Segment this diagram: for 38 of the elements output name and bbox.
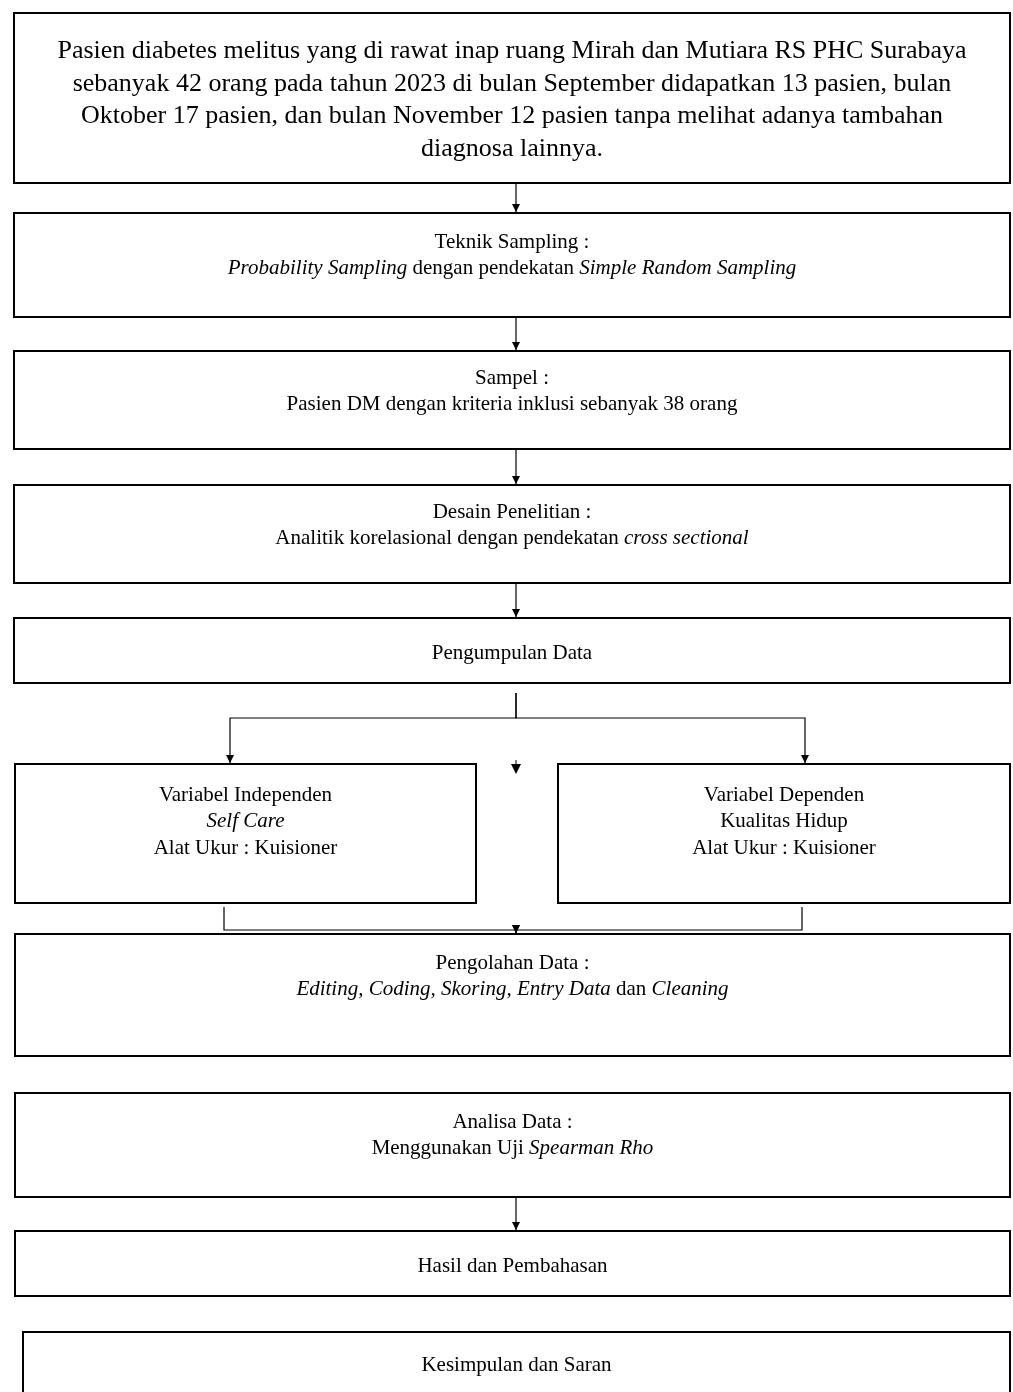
box-text: Kesimpulan dan Saran xyxy=(420,1351,613,1378)
box-text: Alat Ukur : Kuisioner xyxy=(691,833,877,860)
process-box xyxy=(14,1092,1011,1198)
process-box xyxy=(13,212,1011,318)
process-box xyxy=(14,1230,1011,1297)
box-text: Self Care xyxy=(205,807,286,834)
process-box xyxy=(13,617,1011,684)
box-text: Analitik korelasional dengan pendekatan cross sectional xyxy=(274,524,750,551)
arrow xyxy=(512,583,520,618)
process-box xyxy=(13,12,1011,184)
box-text: Sampel : xyxy=(473,364,551,391)
arrow xyxy=(515,692,809,764)
process-box xyxy=(14,933,1011,1057)
box-text: Probability Sampling dengan pendekatan Simple Random Sampling xyxy=(226,254,798,281)
box-text: Editing, Coding, Skoring, Entry Data dan Cleaning xyxy=(295,975,730,1002)
box-text: Menggunakan Uji Spearman Rho xyxy=(370,1134,655,1161)
box-text: Variabel Independen xyxy=(157,781,334,808)
box-text: Pengumpulan Data xyxy=(430,639,594,666)
arrow xyxy=(512,449,520,485)
process-box xyxy=(13,350,1011,450)
arrow xyxy=(512,183,520,213)
box-text: Analisa Data : xyxy=(451,1108,574,1135)
box-text: Pasien DM dengan kriteria inklusi sebanyak 38 orang xyxy=(285,390,739,417)
box-text: Hasil dan Pembahasan xyxy=(416,1252,609,1279)
arrow xyxy=(512,317,520,351)
process-box xyxy=(557,763,1011,904)
box-text: Variabel Dependen xyxy=(702,781,866,808)
arrow xyxy=(512,1197,520,1231)
process-box xyxy=(13,484,1011,584)
process-box xyxy=(22,1331,1011,1392)
box-text: Teknik Sampling : xyxy=(433,228,591,255)
box-text: Pengolahan Data : xyxy=(434,949,591,976)
box-text: Desain Penelitian : xyxy=(431,498,593,525)
process-box xyxy=(14,763,477,904)
box-text: Kualitas Hidup xyxy=(719,807,849,834)
arrow xyxy=(512,906,803,934)
box-text: Alat Ukur : Kuisioner xyxy=(152,833,339,860)
box-text: Pasien diabetes melitus yang di rawat inap ruang Mirah dan Mutiara RS PHC Surabaya sebanyak 42 orang pada tahun 2023 di bulan September didapatkan 13 pasien, bulan Oktober 17 pasien, dan bulan November 12 pasien tanpa melihat adanya tambahan diagnosa lainnya. xyxy=(56,34,968,164)
